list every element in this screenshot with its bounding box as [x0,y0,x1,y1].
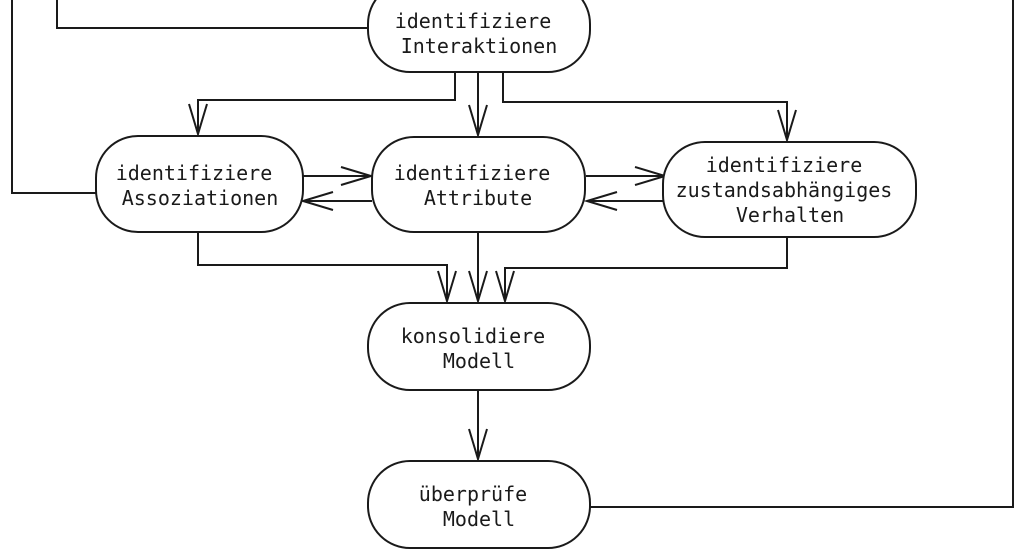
label-line: konsolidiere [401,324,546,348]
edge-assoziationen-to-konsolidiere [197,232,457,305]
edge-konsolidiere-to-ueberpruefe [468,390,488,463]
edge-assoziationen-to-attribute [301,166,375,186]
node-shape [371,136,586,233]
label-line: identifiziere [395,9,552,33]
node-identifiziere-zustandsabhaengiges-verhalten: identifiziere zustandsabhängiges Verhalt… [662,141,917,238]
node-label: identifiziere Attribute [394,161,563,210]
edge-verhalten-to-attribute [583,191,666,211]
node-label: konsolidiere Modell [401,324,558,373]
node-ueberpruefe-modell: überprüfe Modell [367,460,591,549]
node-shape [662,141,917,238]
edge-attribute-to-verhalten [586,166,669,186]
node-label: identifiziere Interaktionen [395,9,564,58]
node-label: identifiziere Assoziationen [116,161,285,210]
edge-verhalten-to-konsolidiere [495,237,788,305]
edge-ueberpruefe-feedback-right [590,0,1014,508]
label-line: Assoziationen [122,186,279,210]
node-label: überprüfe Modell [419,482,539,531]
label-line: Modell [443,349,515,373]
label-line: Modell [443,507,515,531]
label-line: zustandsabhängiges [676,178,893,202]
node-konsolidiere-modell: konsolidiere Modell [367,302,591,391]
edge-offscreen-to-interaktionen [56,0,369,29]
edge-attribute-to-konsolidiere [468,232,488,305]
label-line: Interaktionen [401,34,558,58]
label-line: Verhalten [736,203,844,227]
node-shape [367,302,591,391]
label-line: identifiziere [394,161,551,185]
node-shape [367,0,591,73]
label-line: identifiziere [706,153,863,177]
node-shape [95,135,304,233]
node-label: identifiziere zustandsabhängiges Verhalt… [676,153,905,227]
node-identifiziere-assoziationen: identifiziere Assoziationen [95,135,304,233]
node-identifiziere-attribute: identifiziere Attribute [371,136,586,233]
edge-offscreen-to-assoziationen [11,0,97,194]
edge-interaktionen-to-attribute [468,72,488,139]
label-line: Attribute [424,186,532,210]
node-identifiziere-interaktionen: identifiziere Interaktionen [367,0,591,73]
node-shape [367,460,591,549]
edge-interaktionen-to-assoziationen [188,72,456,138]
edge-interaktionen-to-verhalten [502,72,797,144]
label-line: überprüfe [419,482,527,506]
edge-attribute-to-assoziationen [299,191,372,211]
label-line: identifiziere [116,161,273,185]
